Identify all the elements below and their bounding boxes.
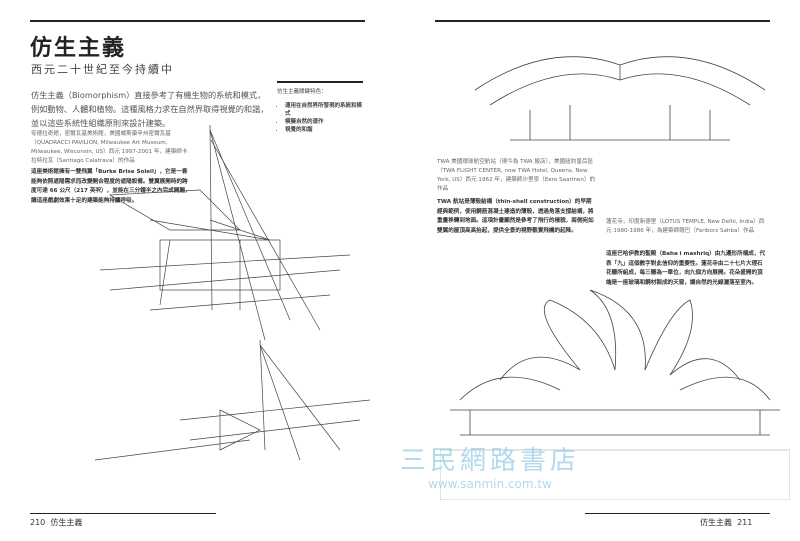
feature-item: 運用在自然界所發現的系統和模式 [285, 102, 363, 118]
intro-paragraph: 仿生主義（Biomorphism）直接參考了有機生物的系統和模式，例如動物、人體… [31, 90, 269, 128]
footer-rule-right [585, 513, 770, 514]
lotus-temple-sketch [440, 289, 790, 500]
page-title: 仿生主義 [30, 36, 127, 61]
lotus-body: 這座巴哈伊教的聖殿（Baha i mashriq）由九邊形所構成，代表「九」這個… [606, 251, 766, 286]
page-number: 211 [737, 518, 753, 527]
top-rule-left [30, 20, 365, 22]
feature-item: 模擬自然的運作 [285, 118, 363, 126]
quadracci-body: 這座美術館擁有一雙飛翼「Burke Brise Soleil」，它是一套能夠依照… [31, 169, 191, 204]
page-number: 210 [30, 518, 46, 527]
footer-left: 210 仿生主義 [30, 517, 82, 528]
footer-section: 仿生主義 [50, 518, 83, 527]
footer-right: 仿生主義 211 [700, 517, 752, 528]
lotus-caption: 蓮花寺，印度新德里（LOTUS TEMPLE, New Delhi, India… [606, 219, 765, 234]
footer-section: 仿生主義 [700, 518, 732, 527]
footer-rule-left [30, 513, 216, 514]
key-features-sidebar: 仿生主義關鍵特色： 運用在自然界所發現的系統和模式 模擬自然的運作 視覺的和諧 [277, 88, 363, 134]
twa-caption: TWA 美國環球航空航站（現今為 TWA 飯店），美國紐約皇后區（TWA FLI… [437, 159, 596, 192]
watermark: 三民網路書店 www.sanmin.com.tw [330, 440, 580, 491]
top-rule-right [435, 20, 770, 22]
sidebar-rule [277, 81, 363, 83]
sidebar-heading: 仿生主義關鍵特色： [277, 89, 327, 95]
watermark-url: www.sanmin.com.tw [428, 477, 552, 491]
page-subtitle: 西元二十世紀至今持續中 [31, 63, 174, 76]
quadracci-pavilion-sketch [94, 124, 371, 461]
quadracci-caption: 夸德拉奇館，密爾瓦基美術館，美國威斯康辛州密爾瓦基（QUADRACCI PAVI… [31, 131, 188, 164]
feature-item: 視覺的和諧 [285, 126, 363, 134]
watermark-name: 三民網路書店 [400, 446, 581, 476]
twa-flight-center-sketch [474, 56, 766, 141]
twa-body: TWA 航站是薄殼結構（thin-shell construction）的早期經… [437, 199, 594, 234]
